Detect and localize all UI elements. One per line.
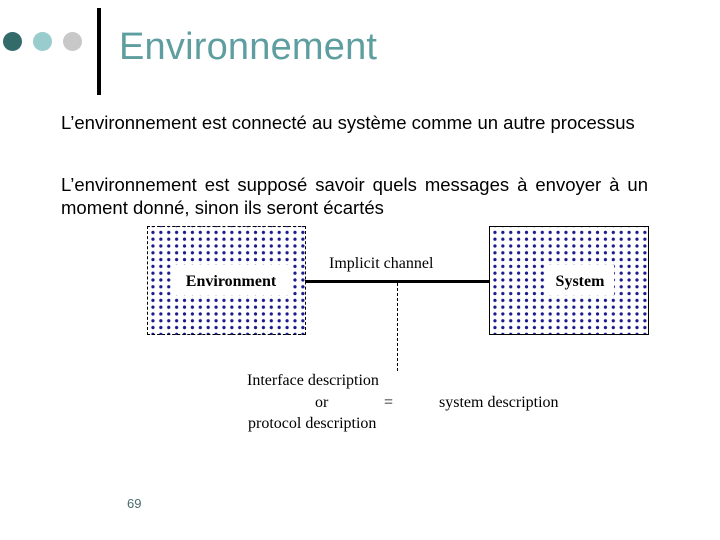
- implicit-channel-line: [305, 280, 490, 283]
- dark-teal-dot-icon: [3, 32, 22, 51]
- environment-box: Environment: [147, 226, 306, 335]
- protocol-description-label: protocol description: [248, 415, 377, 432]
- equals-sign: =: [384, 394, 394, 411]
- slide-title: Environnement: [119, 26, 378, 68]
- environment-label: Environment: [172, 265, 290, 295]
- bullet-2: L’environnement est supposé savoir quels…: [61, 174, 648, 218]
- implicit-channel-label: Implicit channel: [329, 255, 434, 272]
- interface-connector-dashed-line: [397, 283, 398, 371]
- page-number: 69: [127, 496, 142, 511]
- grey-dot-icon: [63, 32, 82, 51]
- system-label: System: [546, 265, 614, 295]
- title-divider: [97, 8, 101, 95]
- system-box: System: [489, 226, 649, 335]
- or-label: or: [315, 394, 329, 411]
- light-teal-dot-icon: [33, 32, 52, 51]
- system-description-label: system description: [439, 394, 559, 411]
- interface-description-label: Interface description: [247, 372, 379, 389]
- bullet-1: L’environnement est connecté au système …: [61, 112, 635, 133]
